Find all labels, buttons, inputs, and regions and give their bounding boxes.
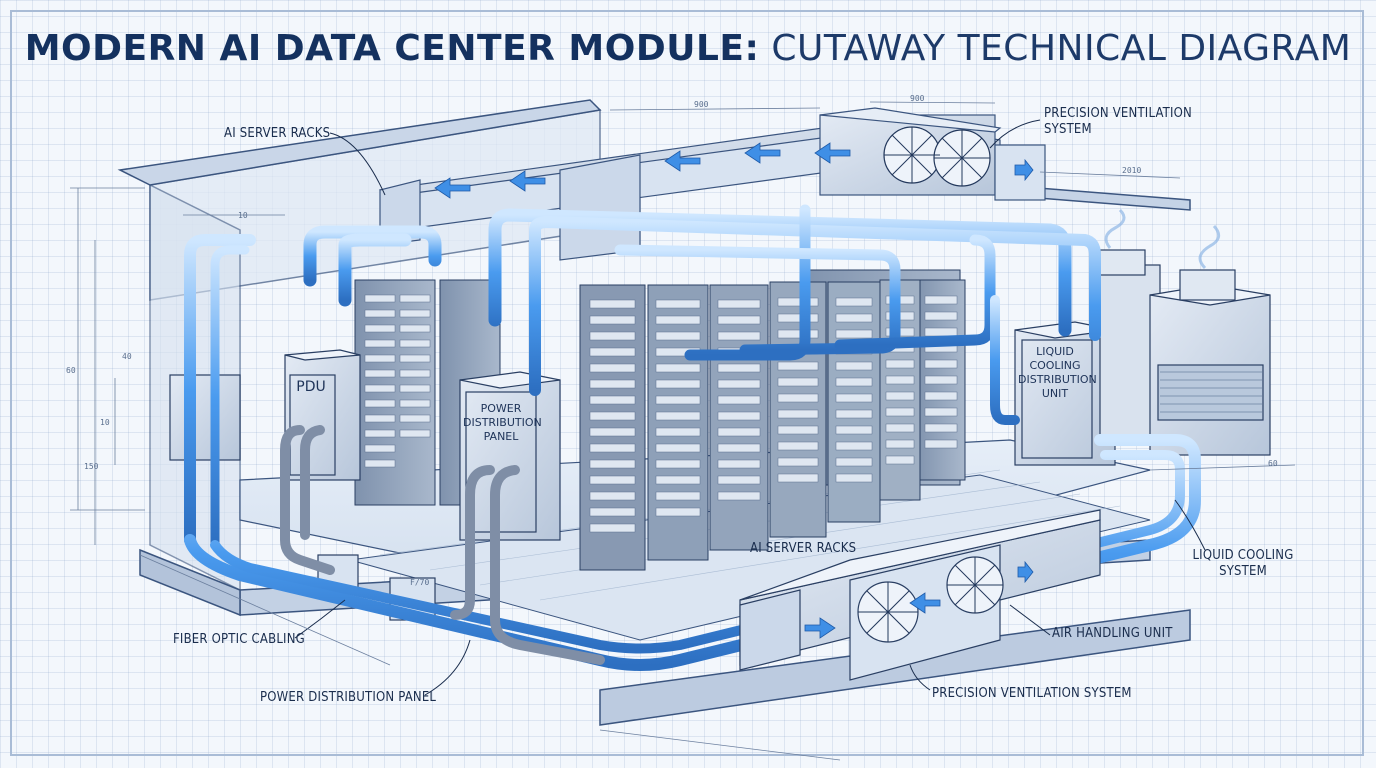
chiller-2-grille: [1157, 364, 1264, 421]
leader-ventilation-bottom: [909, 664, 931, 691]
pipe-header-1: [303, 225, 442, 287]
rooftop-chillers: [1099, 249, 1271, 456]
label-precision-ventilation-bottom: PRECISION VENTILATION SYSTEM: [932, 686, 1132, 701]
power-panel-cabinet: [459, 379, 561, 541]
dim-top-b: 900: [910, 94, 925, 103]
pdu-cabinet: [284, 354, 361, 481]
dim-left-1: 60: [66, 366, 76, 375]
title-bold: MODERN AI DATA CENTER MODULE:: [24, 28, 760, 69]
conduit-panel-2: [490, 465, 605, 665]
pipe-header-2: [338, 233, 412, 307]
arrow-5: [434, 177, 471, 199]
label-precision-ventilation-top: PRECISION VENTILATION SYSTEM: [1044, 106, 1192, 138]
airflow-arrows: [434, 142, 1034, 199]
leader-racks-top: [329, 132, 386, 196]
ventilation-box-top: [819, 107, 1002, 133]
lcdu-door: [1021, 339, 1093, 459]
power-panel-label-3: PANEL: [483, 430, 519, 443]
conduit-pdu-2: [300, 425, 325, 540]
chiller-1-fan-housing: [1179, 269, 1236, 301]
dim-left-3: 150: [84, 462, 99, 471]
lcdu-label-2: COOLING: [1029, 359, 1081, 372]
power-panel-label-2: DISTRIBUTION: [463, 416, 542, 429]
leader-ventilation-top: [989, 119, 1041, 149]
dimension-lines: [70, 101, 1296, 761]
power-conduits: [280, 425, 605, 665]
label-air-handling-unit: AIR HANDLING UNIT: [1052, 626, 1173, 641]
ahu-top: [739, 509, 1101, 601]
leader-ahu: [1009, 604, 1051, 636]
label-power-distribution-panel-bottom: POWER DISTRIBUTION PANEL: [260, 690, 437, 705]
label-precision-ventilation-top-1: PRECISION VENTILATION: [1044, 106, 1192, 121]
pipe-left-riser: [184, 234, 256, 546]
air-duct-top: [379, 107, 1046, 261]
lcdu-label-1: LIQUID: [1036, 345, 1074, 358]
rack-2: [647, 284, 709, 561]
steam-plumes: [1104, 208, 1221, 270]
loop-outer: [184, 434, 1201, 671]
dim-left-2: 40: [122, 352, 132, 361]
lcdu-label: LIQUID COOLING DISTRIBUTION UNIT: [1018, 345, 1097, 401]
power-panel-label-1: POWER: [480, 402, 522, 415]
dim-top-a: 900: [694, 100, 709, 109]
wall-junction-box: [169, 374, 241, 461]
leader-power-panel: [424, 639, 471, 696]
ahu-duct: [739, 589, 801, 671]
chiller-1-fan-housing-b: [1099, 249, 1146, 276]
liquid-cooling-pipes: [184, 204, 1101, 550]
lcdu-label-4: UNIT: [1041, 387, 1069, 400]
pdu-cabinet-top: [284, 349, 361, 361]
pipe-lcdu-return: [990, 295, 1020, 425]
duct-elbow-mid: [559, 154, 641, 261]
title-light: CUTAWAY TECHNICAL DIAGRAM: [759, 28, 1352, 69]
power-panel-label: POWER DISTRIBUTION PANEL: [463, 402, 542, 444]
rack-4: [769, 281, 827, 538]
leader-liquid-cooling: [1174, 499, 1206, 551]
pdu-label: PDU: [296, 379, 326, 395]
label-ai-server-racks-floor: AI SERVER RACKS: [750, 541, 857, 556]
label-liquid-cooling-system-2: SYSTEM: [1219, 564, 1267, 579]
label-precision-ventilation-top-2: SYSTEM: [1044, 122, 1092, 137]
leader-fiber: [294, 599, 346, 639]
label-liquid-cooling-system-1: LIQUID COOLING: [1192, 548, 1294, 563]
label-ai-server-racks-top: AI SERVER RACKS: [224, 126, 331, 141]
ahu-arrows: [804, 560, 1034, 639]
rack-back-1: [354, 279, 436, 506]
lcdu-label-3: DISTRIBUTION: [1018, 373, 1097, 386]
dim-box-label: F/70: [410, 578, 430, 587]
arrow-4: [509, 170, 546, 192]
pipe-header-3: [529, 216, 1101, 396]
dim-left-4: 10: [100, 418, 110, 427]
label-fiber-optic-cabling: FIBER OPTIC CABLING: [173, 632, 305, 647]
leader-lines: [294, 119, 1206, 696]
arrow-2: [744, 142, 781, 164]
ventilation-fans: [883, 126, 991, 187]
label-liquid-cooling-system: LIQUID COOLING SYSTEM: [1188, 548, 1298, 580]
chiller-grille-lines: [1160, 371, 1262, 413]
rack-server-slots: [364, 294, 958, 533]
dim-right: 2010: [1122, 166, 1142, 175]
arrow-1: [814, 142, 851, 164]
pipe-left-riser-2: [210, 245, 250, 550]
conduit-pdu-1: [280, 425, 335, 575]
arrow-6: [1014, 158, 1034, 182]
pdu-door: [289, 374, 336, 476]
dim-inner: 10: [238, 211, 248, 220]
blueprint-frame: [10, 10, 1364, 756]
dim-right-floor: 60: [1268, 459, 1278, 468]
roof-slab: [117, 99, 602, 186]
conduit-panel-1: [450, 465, 495, 620]
diagram-title: MODERN AI DATA CENTER MODULE: CUTAWAY TE…: [0, 28, 1376, 69]
arrow-3: [664, 150, 701, 172]
power-panel-door: [465, 391, 537, 533]
